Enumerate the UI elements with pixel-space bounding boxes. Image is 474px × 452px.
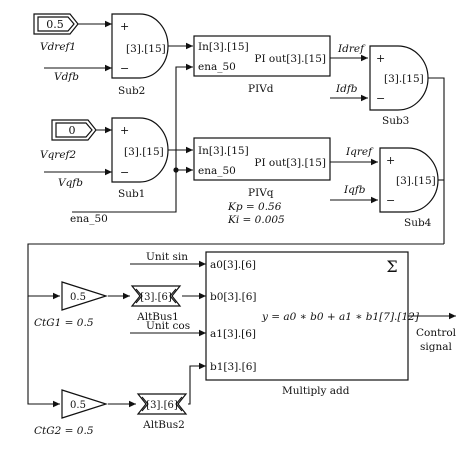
sub2-block[interactable]: + − [3].[15] Sub2 — [111, 13, 169, 97]
sub1-label: Sub1 — [118, 188, 145, 200]
sub4-plus: + — [386, 154, 395, 167]
altbus2-port: [3].[6] — [146, 400, 178, 411]
constant-vdref1-value: 0.5 — [46, 18, 64, 31]
wire-feedback-g1 — [27, 243, 444, 300]
sub2-port: [3].[15] — [126, 43, 166, 55]
label-vqref2: Vqref2 — [40, 149, 76, 161]
label-vqfb: Vqfb — [58, 177, 83, 189]
multiply-add-block[interactable]: Σ a0[3].[6] b0[3].[6] a1[3].[6] b1[3].[6… — [205, 251, 420, 397]
sub4-label: Sub4 — [404, 217, 432, 229]
multiply-add-equation: y = a0 ∗ b0 + a1 ∗ b1[7].[12] — [261, 311, 420, 323]
piv-q-ki: Ki = 0.005 — [227, 214, 285, 226]
gain-ctg2[interactable]: 0.5 CtG2 = 0.5 — [34, 389, 108, 437]
port-a0: a0[3].[6] — [210, 259, 256, 271]
piv-q-block[interactable]: In[3].[15] ena_50 PI out[3].[15] PIVq Kp… — [193, 137, 331, 226]
gain-ctg1-value: 0.5 — [70, 292, 86, 303]
piv-q-ena-port: ena_50 — [198, 165, 236, 177]
sub2-minus: − — [120, 62, 129, 75]
wire-sub3-out — [428, 77, 445, 244]
label-unit-sin: Unit sin — [146, 251, 188, 263]
port-b0: b0[3].[6] — [210, 291, 257, 303]
sub4-minus: − — [386, 194, 395, 207]
sigma-symbol: Σ — [386, 257, 397, 276]
wire-altbus2-b1 — [188, 362, 206, 405]
label-vdfb: Vdfb — [54, 71, 79, 83]
sub3-port: [3].[15] — [384, 73, 424, 85]
piv-d-label: PIVd — [248, 83, 274, 95]
gain-ctg1-label: CtG1 = 0.5 — [34, 317, 94, 329]
sub1-plus: + — [120, 124, 129, 137]
sub4-port: [3].[15] — [396, 175, 436, 187]
altbus1-port: [3].[6] — [140, 292, 172, 303]
sub1-port: [3].[15] — [124, 146, 164, 158]
gain-ctg1[interactable]: 0.5 CtG1 = 0.5 — [34, 281, 108, 329]
port-b1: b1[3].[6] — [210, 361, 257, 373]
wire-feedback-g2 — [27, 296, 60, 408]
sub1-minus: − — [120, 166, 129, 179]
label-iqref: Iqref — [345, 146, 374, 158]
sub3-block[interactable]: + − [3].[15] Sub3 — [369, 45, 429, 127]
constant-vdref1[interactable]: 0.5 — [33, 13, 79, 35]
label-unit-cos: Unit cos — [146, 320, 190, 332]
altbus2-label: AltBus2 — [142, 419, 185, 431]
sub3-plus: + — [376, 52, 385, 65]
sub2-label: Sub2 — [118, 85, 145, 97]
altbus1-label: AltBus1 — [136, 311, 179, 323]
gain-ctg2-value: 0.5 — [70, 400, 86, 411]
ena50-junction-dot — [173, 167, 179, 173]
piv-q-kp: Kp = 0.56 — [227, 201, 282, 213]
multiply-add-title: Multiply add — [282, 385, 350, 397]
altbus1-block[interactable]: [3].[6] AltBus1 — [130, 285, 182, 323]
piv-q-in-port: In[3].[15] — [198, 145, 249, 157]
port-a1: a1[3].[6] — [210, 328, 256, 340]
label-idref: Idref — [337, 43, 366, 55]
wires — [27, 20, 456, 408]
constant-vqref2[interactable]: 0 — [51, 119, 97, 141]
wire-ena50-d — [72, 63, 193, 213]
sub4-block[interactable]: + − [3].[15] Sub4 — [379, 147, 439, 229]
constant-vqref2-value: 0 — [69, 124, 76, 137]
output-label-signal: signal — [420, 341, 452, 353]
label-vdref1: Vdref1 — [40, 41, 76, 53]
label-idfb: Idfb — [335, 83, 358, 95]
output-label-control: Control — [416, 327, 457, 339]
altbus2-block[interactable]: [3].[6] AltBus2 — [136, 393, 188, 431]
gain-ctg2-label: CtG2 = 0.5 — [34, 425, 94, 437]
label-ena50: ena_50 — [70, 213, 108, 225]
piv-q-out-port: PI out[3].[15] — [254, 157, 326, 169]
sub2-plus: + — [120, 20, 129, 33]
piv-d-out-port: PI out[3].[15] — [254, 53, 326, 65]
sub3-label: Sub3 — [382, 115, 409, 127]
sub3-minus: − — [376, 92, 385, 105]
piv-d-block[interactable]: In[3].[15] ena_50 PI out[3].[15] PIVd — [193, 35, 331, 95]
piv-q-label: PIVq — [248, 187, 274, 199]
piv-d-ena-port: ena_50 — [198, 61, 236, 73]
piv-d-in-port: In[3].[15] — [198, 41, 249, 53]
label-iqfb: Iqfb — [343, 184, 366, 196]
sub1-block[interactable]: + − [3].[15] Sub1 — [111, 117, 169, 200]
